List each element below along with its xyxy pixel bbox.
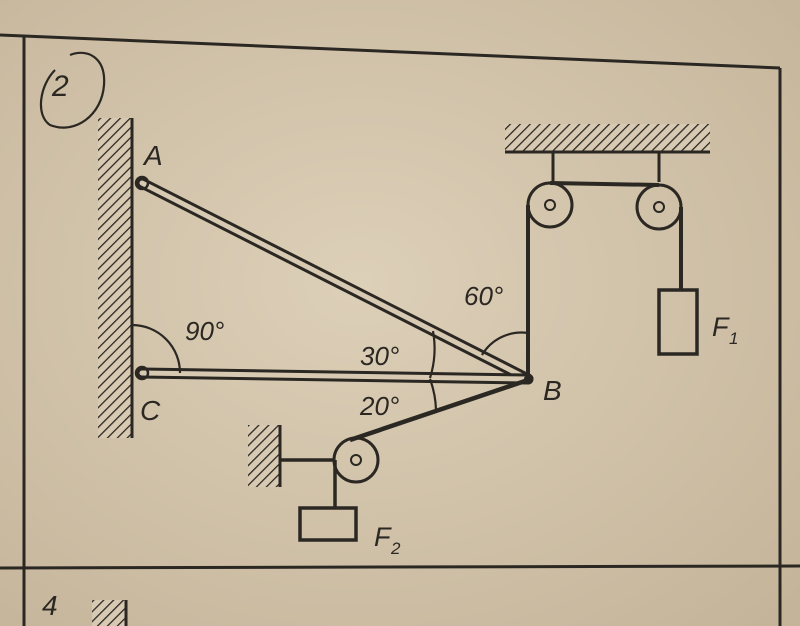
point-c-label: C [140, 395, 161, 426]
point-b-label: B [543, 375, 562, 406]
problem-number-label: 2 [51, 70, 69, 103]
arc-90 [131, 323, 182, 374]
load-f1-box [657, 288, 699, 356]
arc-20 [428, 378, 438, 411]
arc-60 [481, 331, 529, 356]
rod-ab [136, 177, 534, 385]
rope-over-pulleys [549, 181, 683, 290]
angle-30-label: 30° [360, 341, 399, 371]
angle-arcs [131, 323, 529, 411]
load-f2: F 2 [298, 506, 401, 558]
load-f2-subscript: 2 [390, 539, 401, 558]
hinge-c [134, 365, 150, 381]
load-f1: F 1 [657, 288, 738, 356]
load-f2-label: F [374, 522, 392, 552]
angle-90-label: 90° [185, 316, 224, 346]
point-a-label: A [142, 140, 163, 171]
table-frame [0, 33, 800, 626]
load-f1-label: F [712, 312, 730, 342]
next-problem-number: 4 [42, 590, 58, 621]
angle-60-label: 60° [464, 281, 503, 311]
problem-number: 2 [39, 51, 106, 129]
pulley-lower [280, 436, 380, 508]
angle-20-label: 20° [359, 391, 399, 421]
ceiling [505, 124, 710, 154]
arc-30 [428, 330, 436, 379]
rod-cb [136, 367, 534, 385]
hinge-a [134, 175, 150, 191]
small-wall [248, 425, 282, 487]
load-f2-box [298, 506, 358, 542]
next-problem-fragment: 4 [42, 590, 128, 626]
load-f1-subscript: 1 [729, 329, 738, 348]
left-wall [98, 118, 134, 438]
rope-b-lower [349, 377, 529, 443]
